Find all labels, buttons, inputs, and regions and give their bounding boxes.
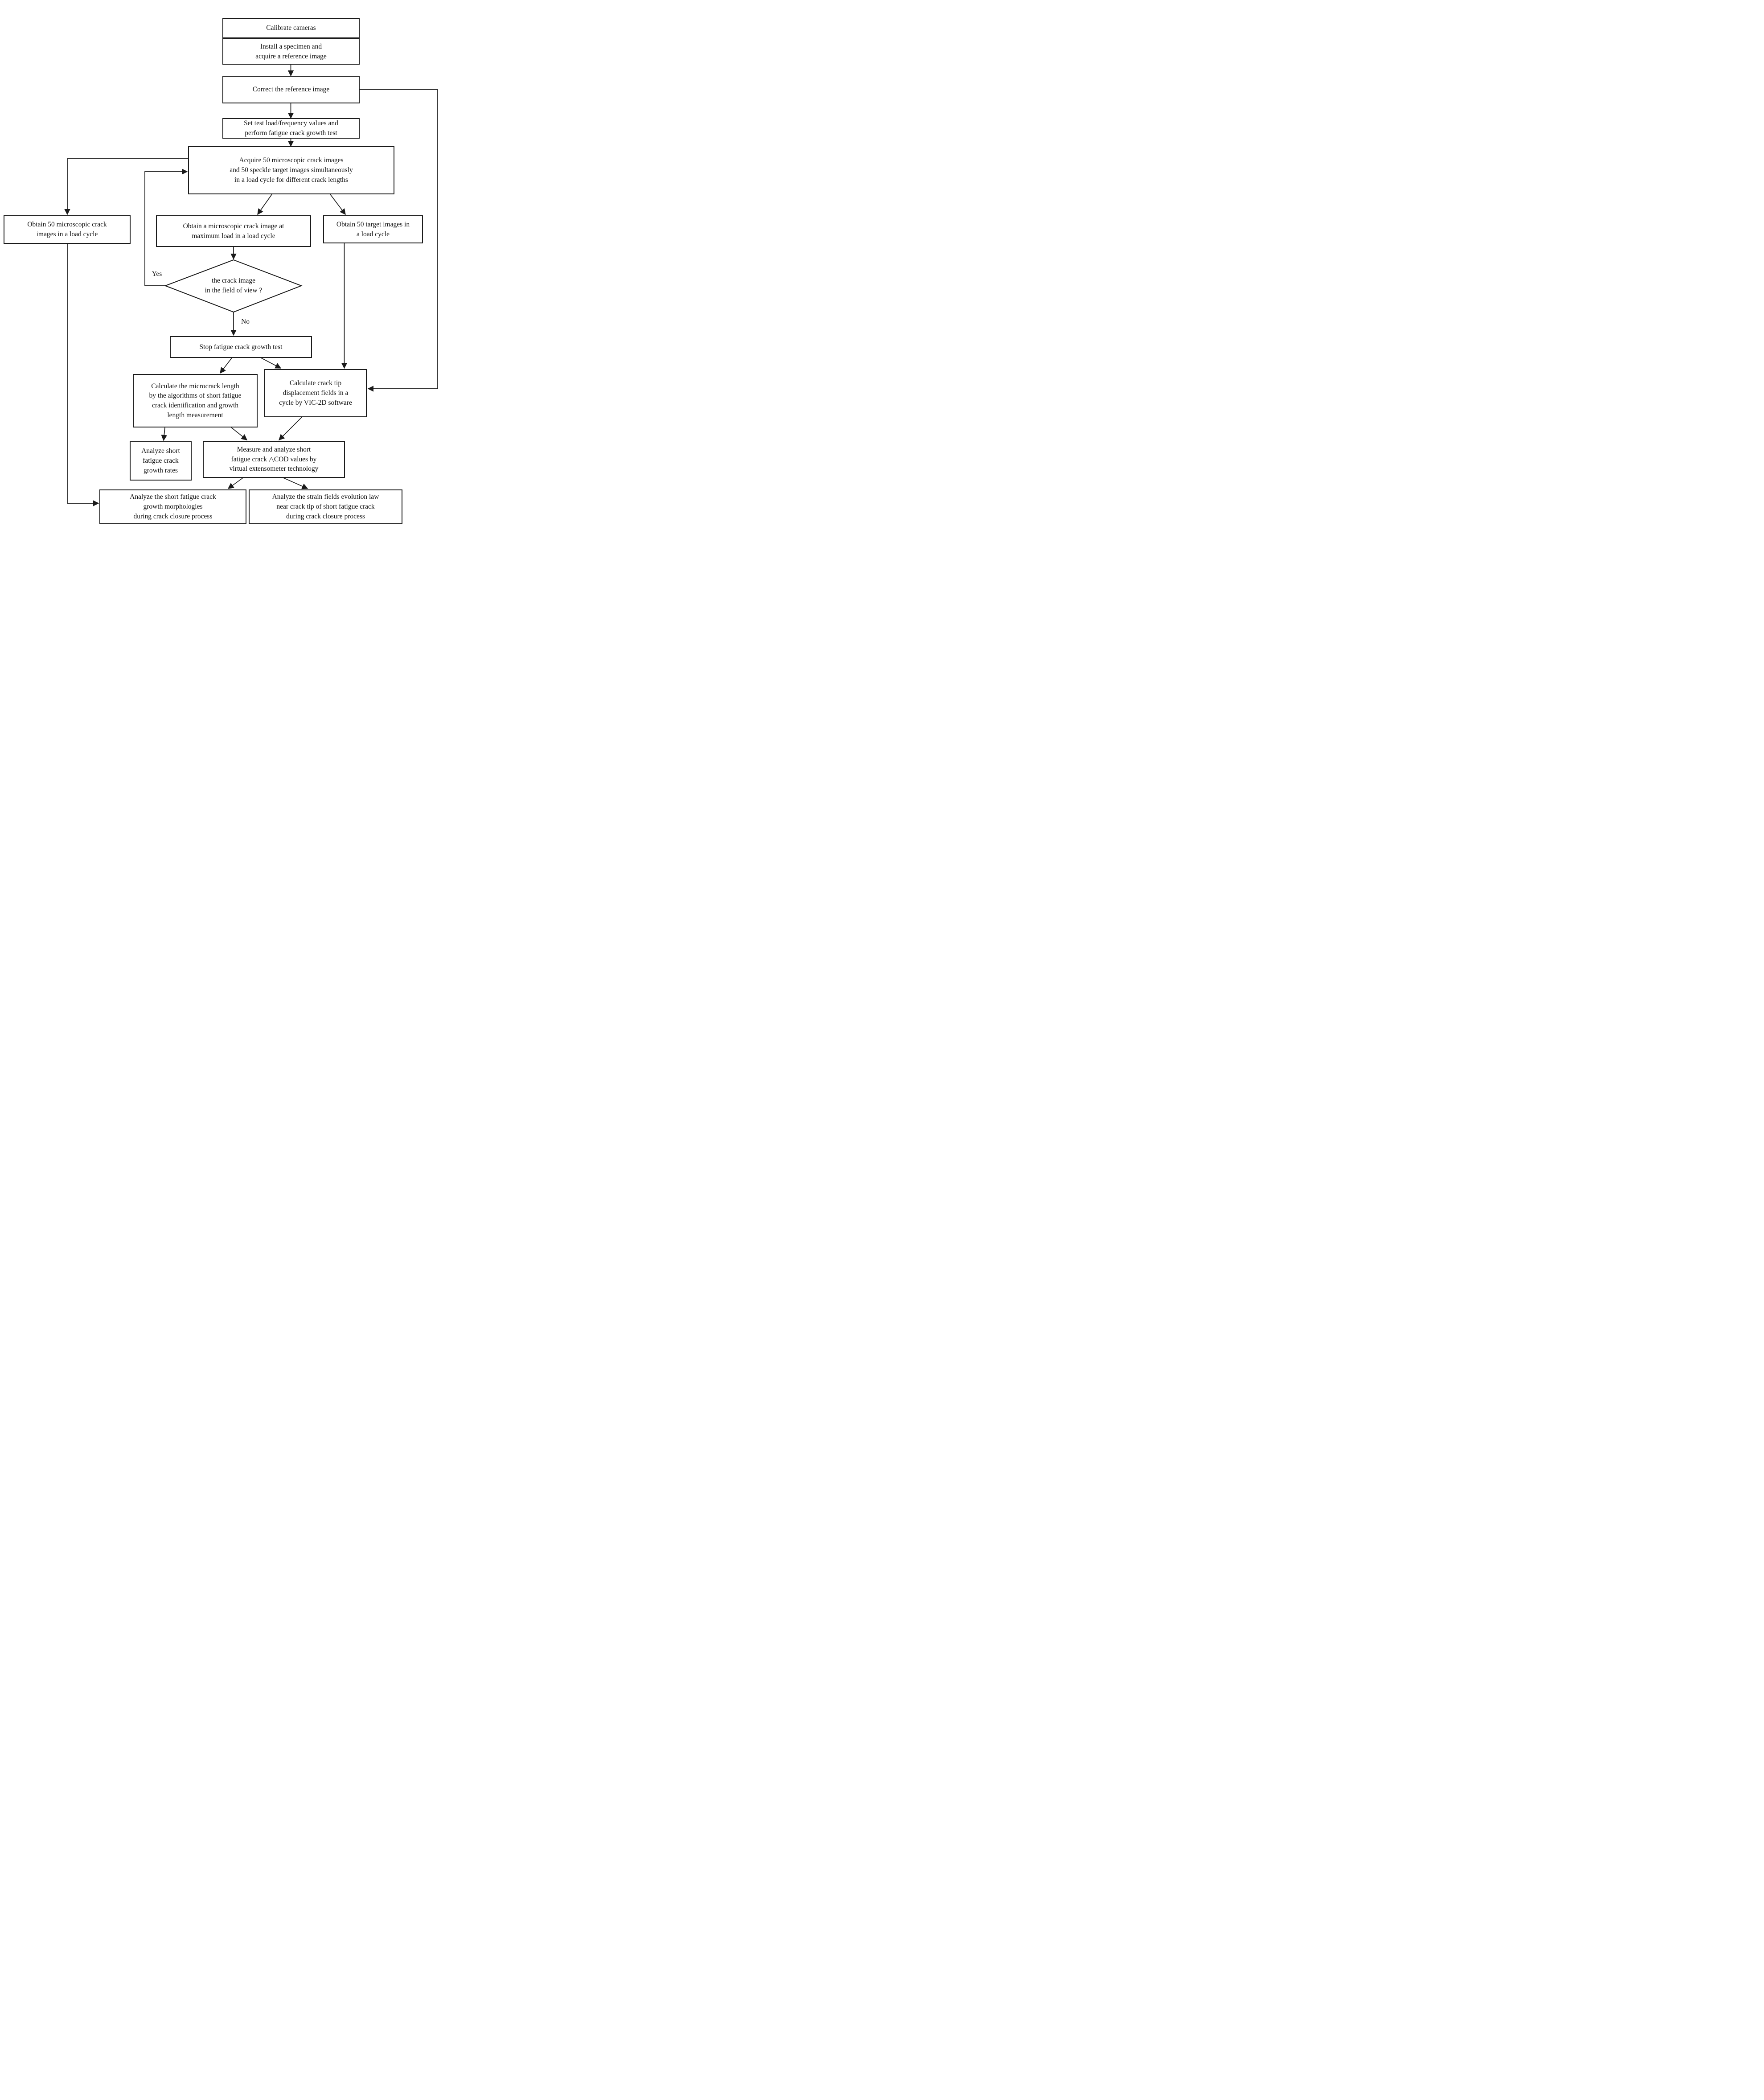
node-obtain-50-crack-images: Obtain 50 microscopic crack images in a …: [4, 215, 131, 244]
node-stop-test: Stop fatigue crack growth test: [170, 336, 312, 358]
node-obtain-crack-image-max-load: Obtain a microscopic crack image at maxi…: [156, 215, 311, 247]
edge-obtainmicro-to-morph: [67, 244, 99, 506]
node-calculate-displacement-fields: Calculate crack tip displacement fields …: [264, 369, 367, 417]
node-calibrate-cameras: Calibrate cameras: [222, 18, 360, 38]
edge-acquire-to-obtainmax: [257, 194, 272, 215]
edge-calclength-to-measure: [231, 427, 248, 440]
flow-connectors: [64, 25, 438, 506]
edge-measure-to-strain: [283, 477, 308, 489]
decision-diamond-shape: [164, 259, 303, 313]
node-install-specimen: Install a specimen and acquire a referen…: [222, 38, 360, 65]
node-analyze-growth-morphologies: Analyze the short fatigue crack growth m…: [99, 489, 246, 524]
node-measure-cod-values: Measure and analyze short fatigue crack …: [203, 441, 345, 478]
edge-measure-to-morph: [227, 477, 243, 489]
edge-decision-yes-to-acquire: [144, 168, 188, 286]
edge-stop-to-calcdisp: [261, 358, 282, 369]
edge-acquire-to-obtaintarget: [330, 194, 346, 215]
node-correct-reference-image: Correct the reference image: [222, 76, 360, 103]
flowchart-canvas: Calibrate cameras Install a specimen and…: [0, 0, 441, 525]
node-calculate-microcrack-length: Calculate the microcrack length by the a…: [133, 374, 258, 427]
decision-crack-image-in-fov: the crack image in the field of view ?: [205, 277, 263, 294]
edge-calclength-to-rates: [161, 427, 168, 441]
node-acquire-images: Acquire 50 microscopic crack images and …: [188, 146, 394, 194]
node-obtain-50-target-images: Obtain 50 target images in a load cycle: [323, 215, 423, 243]
edge-correct-to-calcdisp-feedback: [360, 89, 438, 392]
node-set-test-load: Set test load/frequency values and perfo…: [222, 118, 360, 139]
edge-acquire-to-obtainmicro: [64, 158, 188, 215]
edge-stop-to-calclength: [220, 358, 232, 374]
node-analyze-strain-fields: Analyze the strain fields evolution law …: [249, 489, 402, 524]
edge-calcdisp-to-measure: [279, 417, 302, 440]
edge-label-no: No: [241, 318, 250, 325]
edge-label-yes: Yes: [152, 270, 162, 278]
node-analyze-growth-rates: Analyze short fatigue crack growth rates: [130, 441, 192, 481]
